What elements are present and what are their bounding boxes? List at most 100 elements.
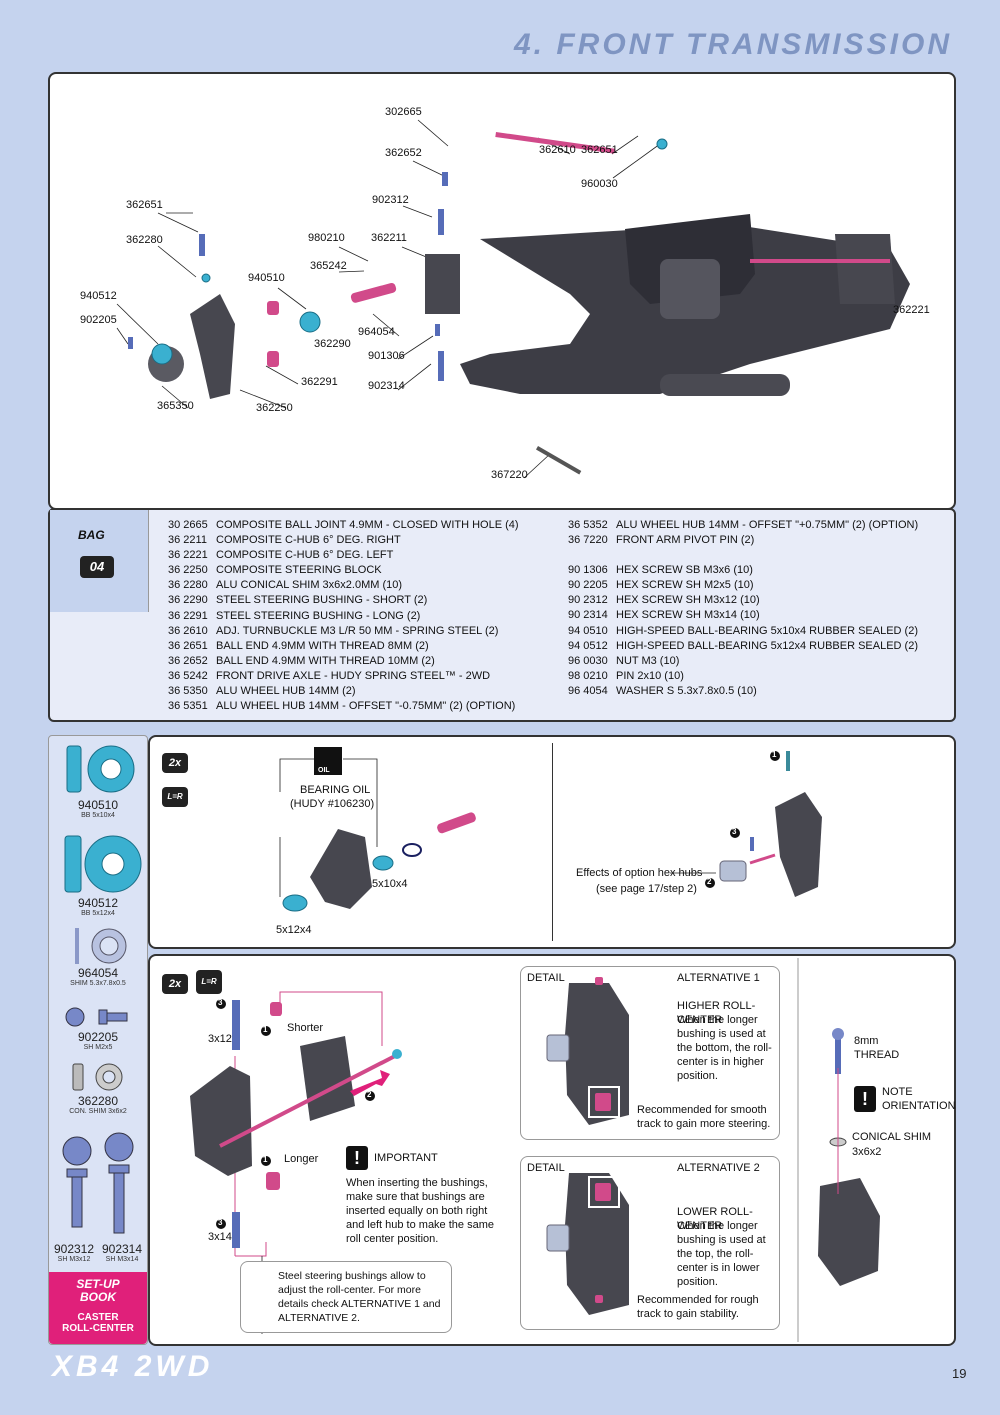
step2-num-3-bottom: 3	[218, 1218, 223, 1227]
step2-num-3-top: 3	[218, 998, 223, 1007]
label-362280: 362280	[126, 234, 163, 246]
long-screws-icon	[62, 1132, 134, 1234]
step1-num-3: 3	[732, 827, 737, 836]
conical-shim-362280-icon	[72, 1063, 123, 1091]
label-362290: 362290	[314, 338, 351, 350]
label-902312: 902312	[372, 194, 409, 206]
label-362651-a: 362651	[581, 144, 618, 156]
thread-label: THREAD	[854, 1049, 900, 1061]
screw-3x12-label: 3x12	[208, 1033, 232, 1045]
setup-book-caster: CASTER	[77, 1312, 119, 1323]
oil-icon-label: OIL	[318, 767, 330, 774]
screw-3x14-label: 3x14	[208, 1231, 232, 1243]
alt2-detail: DETAIL	[527, 1162, 565, 1174]
step2-num-1-bottom: 1	[263, 1155, 268, 1164]
note-label: NOTE	[882, 1086, 913, 1098]
label-362291: 362291	[301, 376, 338, 388]
hex-hubs-note-1: Effects of option hex hubs	[576, 867, 703, 879]
label-980210: 980210	[308, 232, 345, 244]
label-365350: 365350	[157, 400, 194, 412]
exploded-diagram	[116, 119, 910, 479]
bearing-5x10x4-label: 5x10x4	[372, 878, 408, 890]
alt1-text: When the longer bushing is used at the b…	[677, 1014, 772, 1082]
step1-lr-badge: L=R	[162, 787, 188, 807]
alt2-head: LOWER ROLL-CENTER	[677, 1206, 753, 1232]
label-940512: 940512	[80, 290, 117, 302]
bearing-940510-icon	[66, 745, 135, 793]
alt1-diagram	[546, 977, 629, 1125]
label-362610: 362610	[539, 144, 576, 156]
label-902205: 902205	[80, 314, 117, 326]
alt2-diagram	[546, 1173, 629, 1315]
step2-panel: 2x L=R 3 1 2 1 3 3x12 3x14 Shorter Longe…	[148, 954, 956, 1346]
setup-book-title: SET-UP BOOK	[76, 1277, 120, 1304]
orientation-label: ORIENTATION	[882, 1100, 956, 1112]
conical-shim-label: CONICAL SHIM	[852, 1131, 932, 1143]
longer-label: Longer	[284, 1153, 319, 1165]
step1-diagram	[279, 747, 822, 912]
alt1-head: HIGHER ROLL-CENTER	[677, 1000, 756, 1026]
step1-divider	[552, 743, 553, 941]
label-362652: 362652	[385, 147, 422, 159]
bag-tab: BAG 04	[50, 510, 149, 612]
bearing-5x12x4-label: 5x12x4	[276, 924, 312, 936]
important-text: When inserting the bushings, make sure t…	[346, 1177, 494, 1245]
exploded-diagram-panel: 302665 362652 362610 362651 960030 90231…	[48, 72, 956, 510]
page-title: 4. FRONT TRANSMISSION	[513, 28, 952, 61]
label-362651-b: 362651	[126, 199, 163, 211]
step2-lr-badge: L=R	[196, 970, 222, 994]
bearing-940512-icon	[64, 835, 142, 893]
conical-shim-size: 3x6x2	[852, 1146, 882, 1158]
label-302665: 302665	[385, 106, 422, 118]
step1-num-1: 1	[772, 750, 777, 759]
shim-964054-icon	[75, 928, 127, 964]
alt2-text: When the longer bushing is used at the t…	[677, 1220, 766, 1288]
label-362221: 362221	[893, 304, 930, 316]
bag-number: 04	[80, 556, 114, 578]
bushing-note-box	[240, 1261, 452, 1333]
important-title: IMPORTANT	[374, 1152, 438, 1164]
alt2-title: ALTERNATIVE 2	[677, 1162, 760, 1174]
label-362211: 362211	[371, 232, 407, 244]
page-number: 19	[952, 1366, 967, 1381]
note-icon: !	[854, 1086, 876, 1112]
bearing-oil-ref: (HUDY #106230)	[290, 798, 375, 810]
alt1-title: ALTERNATIVE 1	[677, 972, 760, 984]
step2-num-2: 2	[367, 1090, 372, 1099]
label-964054: 964054	[358, 326, 395, 338]
alt1-detail: DETAIL	[527, 972, 565, 984]
label-362250: 362250	[256, 402, 293, 414]
alternative-1-box: DETAIL ALTERNATIVE 1 HIGHER ROLL-CENTER …	[520, 966, 780, 1140]
label-365242: 365242	[310, 260, 347, 272]
setup-book-badge[interactable]: SET-UP BOOK CASTER ROLL-CENTER	[49, 1272, 147, 1344]
bag-label: BAG	[78, 528, 105, 542]
